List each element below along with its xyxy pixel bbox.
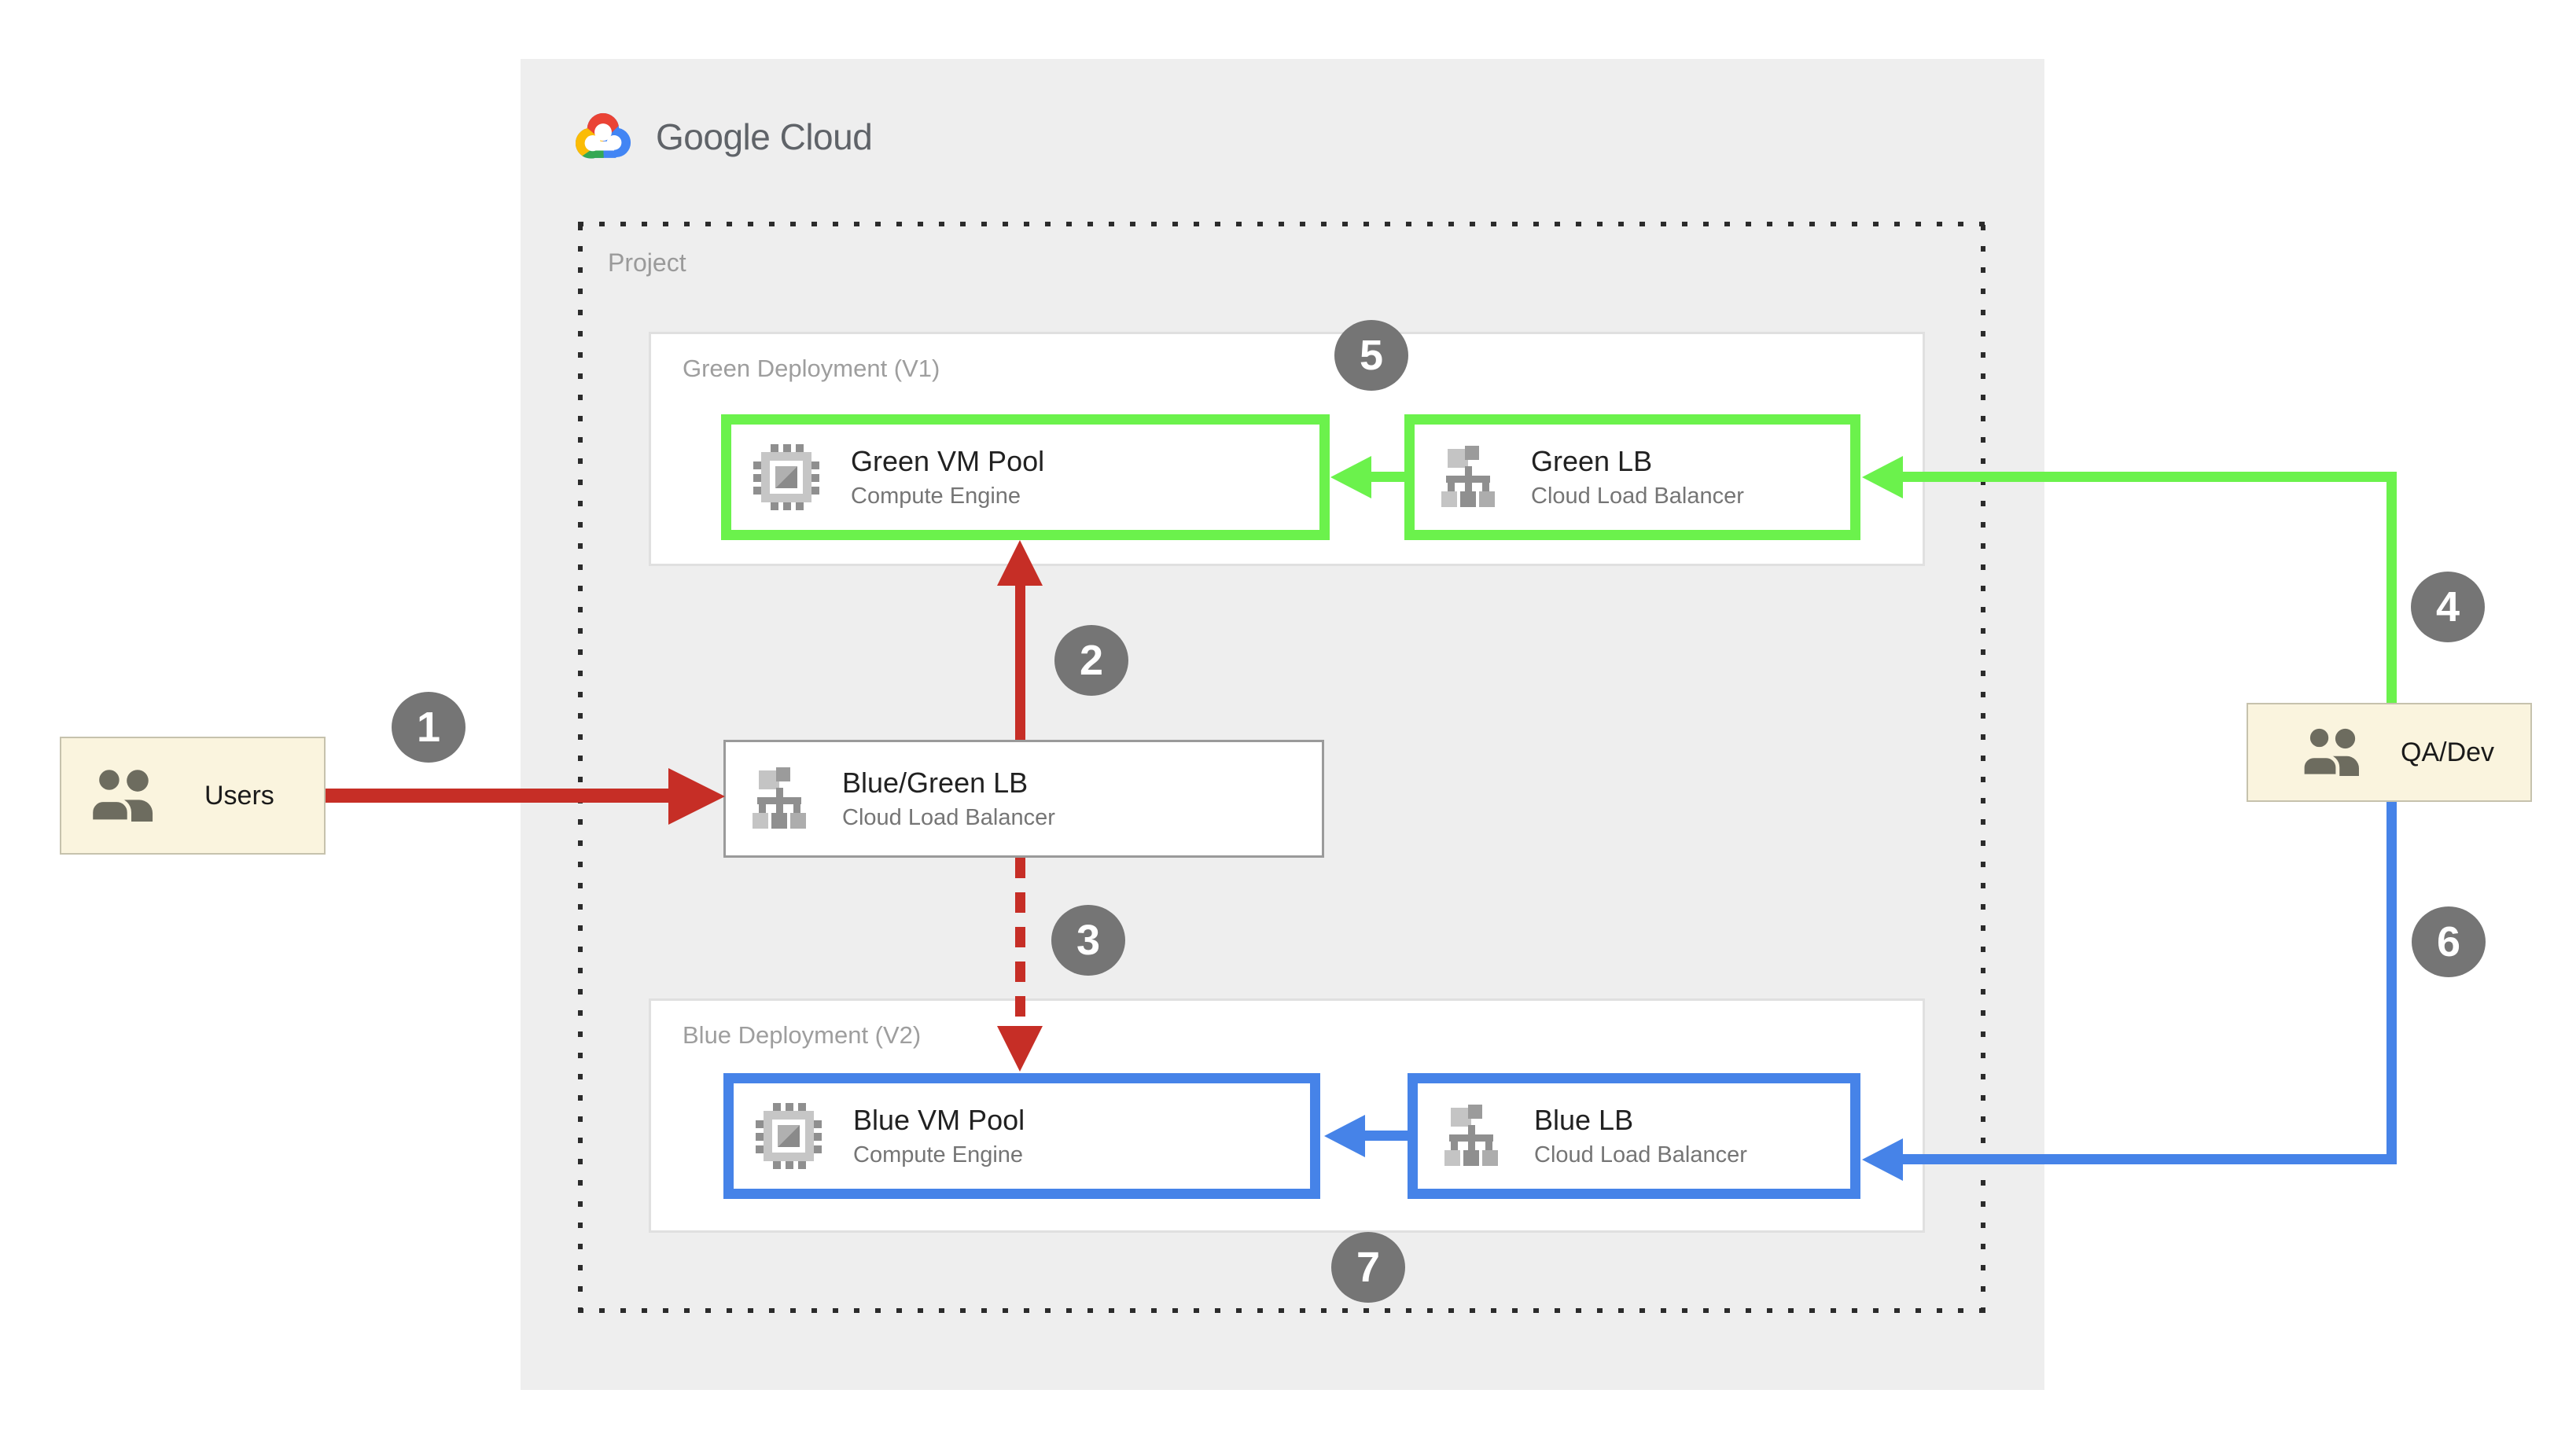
- step-badge-4: 4: [2411, 572, 2485, 642]
- node-green-lb: Green LB Cloud Load Balancer: [1404, 414, 1860, 540]
- brand-header: Google Cloud: [572, 109, 873, 165]
- node-subtitle: Compute Engine: [853, 1142, 1024, 1167]
- node-title: Green VM Pool: [851, 445, 1045, 478]
- load-balancer-icon: [1440, 1105, 1503, 1167]
- arrow-lb-to-blue-vm-dashed-line: [1015, 858, 1025, 1026]
- users-icon: [85, 765, 164, 825]
- project-label: Project: [608, 248, 686, 277]
- node-title: Blue LB: [1534, 1104, 1634, 1137]
- node-green-vm-pool: Green VM Pool Compute Engine: [721, 414, 1330, 540]
- arrow-lb-to-green-vm-head: [997, 540, 1043, 586]
- arrow-green-lb-to-green-vm-head: [1330, 456, 1371, 498]
- load-balancer-icon: [1437, 446, 1500, 509]
- arrow-green-lb-to-green-vm-line: [1370, 472, 1406, 482]
- arrow-lb-to-blue-vm-head: [997, 1026, 1043, 1072]
- arrow-users-to-bluegreen-lb-head: [668, 768, 725, 825]
- arrow-qadev-to-green-lb-hline: [1901, 472, 2397, 482]
- arrow-qadev-to-blue-lb-hline: [1901, 1154, 2397, 1164]
- node-bluegreen-lb: Blue/Green LB Cloud Load Balancer: [723, 740, 1324, 858]
- step-badge-3: 3: [1051, 905, 1125, 976]
- load-balancer-icon: [748, 767, 811, 830]
- actor-label: Users: [204, 780, 274, 811]
- compute-engine-icon: [753, 444, 819, 510]
- arrow-qadev-to-blue-lb-head: [1862, 1138, 1903, 1181]
- step-badge-2: 2: [1054, 625, 1128, 696]
- node-subtitle: Cloud Load Balancer: [1531, 483, 1744, 509]
- node-blue-vm-pool: Blue VM Pool Compute Engine: [723, 1073, 1320, 1199]
- step-badge-1: 1: [392, 692, 466, 763]
- users-icon: [2297, 724, 2369, 780]
- arrow-blue-lb-to-blue-vm-line: [1363, 1131, 1409, 1141]
- brand-title: Google Cloud: [656, 116, 873, 157]
- node-blue-lb: Blue LB Cloud Load Balancer: [1408, 1073, 1860, 1199]
- step-badge-5: 5: [1334, 320, 1408, 391]
- google-cloud-logo-icon: [572, 109, 634, 165]
- actor-label: QA/Dev: [2401, 737, 2495, 767]
- arrow-qadev-to-green-lb-vline: [2386, 472, 2397, 703]
- group-blue-label: Blue Deployment (V2): [683, 1021, 922, 1049]
- arrow-lb-to-green-vm-line: [1015, 585, 1025, 740]
- node-title: Blue/Green LB: [842, 767, 1029, 800]
- step-badge-6: 6: [2412, 906, 2486, 977]
- node-subtitle: Cloud Load Balancer: [1534, 1142, 1747, 1167]
- node-subtitle: Cloud Load Balancer: [842, 804, 1055, 830]
- arrow-blue-lb-to-blue-vm-head: [1324, 1115, 1365, 1157]
- step-badge-7: 7: [1331, 1232, 1405, 1303]
- node-subtitle: Compute Engine: [851, 483, 1021, 509]
- arrow-qadev-to-green-lb-head: [1862, 456, 1903, 498]
- group-green-label: Green Deployment (V1): [683, 355, 940, 382]
- node-title: Green LB: [1531, 445, 1653, 478]
- node-title: Blue VM Pool: [853, 1104, 1025, 1137]
- arrow-qadev-to-blue-lb-vline: [2386, 802, 2397, 1164]
- compute-engine-icon: [756, 1103, 822, 1169]
- actor-qadev: QA/Dev: [2247, 703, 2532, 802]
- actor-users: Users: [60, 737, 326, 855]
- arrow-users-to-bluegreen-lb-line: [326, 789, 673, 803]
